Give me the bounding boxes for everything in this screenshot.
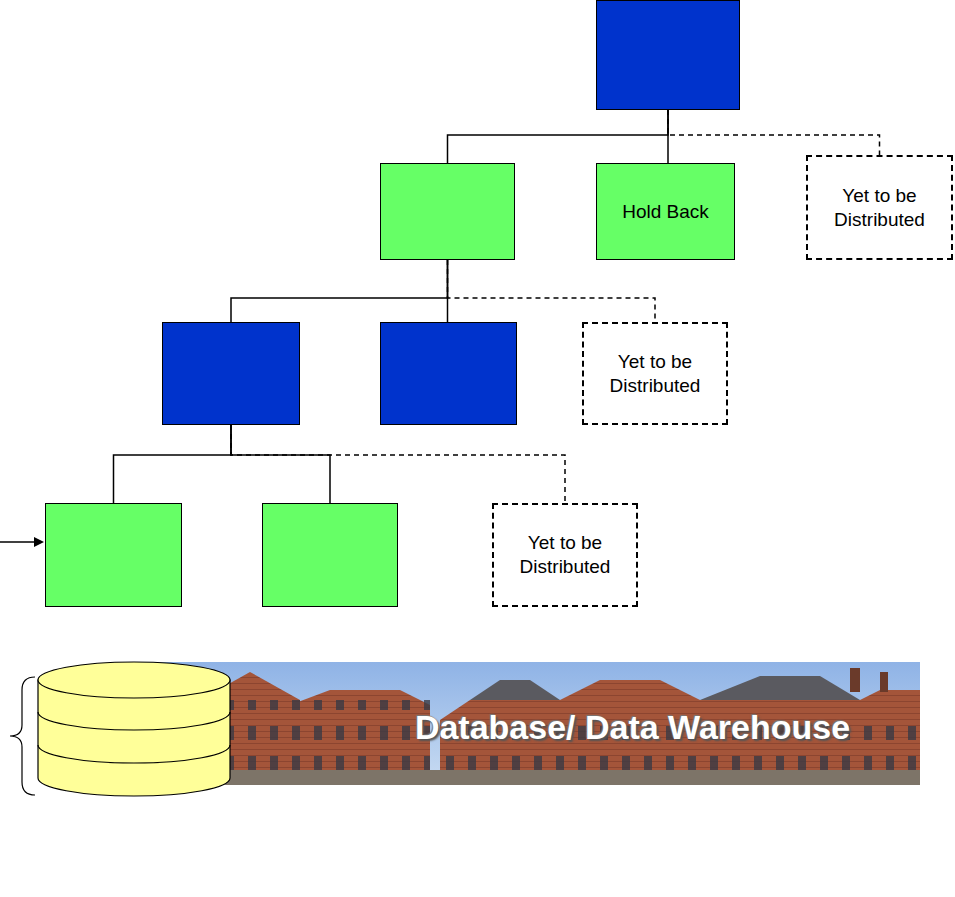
box-label: Yet to be Distributed [584, 350, 726, 398]
photo-band: Database/ Data Warehouse [340, 695, 925, 760]
dashed-box: Yet to be Distributed [492, 503, 638, 607]
blue-box [596, 0, 740, 110]
blue-box [162, 322, 300, 425]
dashed-box: Yet to be Distributed [582, 322, 728, 425]
database-cylinder [38, 662, 230, 796]
dashed-connector [448, 260, 656, 322]
bracket [10, 677, 35, 795]
green-box [45, 503, 182, 607]
box-label: Hold Back [616, 200, 715, 224]
tree-connector [114, 425, 232, 503]
box-label: Yet to be Distributed [494, 531, 636, 579]
tree-connector [448, 110, 669, 163]
dashed-connector [668, 110, 880, 155]
dashed-connector [231, 425, 565, 503]
incoming-arrow [0, 537, 44, 547]
blue-box [380, 322, 517, 425]
banner-text: Database/ Data Warehouse [409, 706, 856, 749]
green-box [262, 503, 398, 607]
tree-connector [231, 425, 330, 503]
box-label: Yet to be Distributed [808, 184, 951, 232]
warehouse-photo [128, 662, 920, 785]
green-box [380, 163, 515, 260]
dashed-box: Yet to be Distributed [806, 155, 953, 260]
tree-connector [667, 110, 669, 163]
tree-connector [231, 260, 448, 322]
green-box: Hold Back [596, 163, 735, 260]
